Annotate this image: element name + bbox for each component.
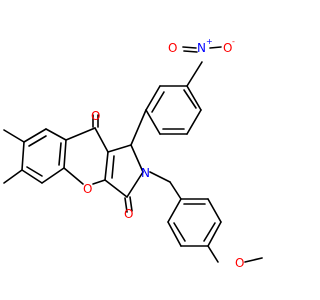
bond-mp3-double <box>203 222 216 242</box>
bond-n-o-right <box>209 46 222 49</box>
bond-mp3 <box>207 221 222 247</box>
bond-bz4 <box>21 169 43 184</box>
bonds <box>3 46 263 263</box>
bond-bz5 <box>41 167 65 184</box>
bond-c9-c8a <box>65 127 96 141</box>
atom-labels: O N + O - O O O N O <box>83 37 244 270</box>
bond-c3a-c9a <box>104 151 109 181</box>
bond-c9a-c9 <box>94 127 109 153</box>
bond-c8a-c4a <box>63 139 67 169</box>
charge-plus: + <box>206 37 213 46</box>
bond-lactam-co-double <box>129 196 133 212</box>
bond-ar6 <box>186 85 202 111</box>
structure-svg: O N + O - O O O N O <box>3 37 263 270</box>
atom-methoxy-o: O <box>235 256 244 270</box>
atom-nitro-n: N <box>197 41 206 55</box>
bond-o-c3a <box>92 179 106 185</box>
bond-n-c3 <box>126 171 144 198</box>
bond-ar-ome <box>207 245 219 263</box>
atom-nitro-o-right: O <box>223 41 232 55</box>
bond-ar5 <box>186 109 202 135</box>
bond-o-me <box>244 257 263 263</box>
molecule-diagram: O N + O - O O O N O <box>3 37 263 270</box>
bond-n-o-left <box>182 46 197 49</box>
bond-bz3 <box>21 141 25 171</box>
bond-ar3 <box>145 109 161 135</box>
bond-c9a-c1 <box>107 144 132 153</box>
atom-lactam-o: O <box>124 207 133 221</box>
bond-n-ch2 <box>149 171 171 183</box>
bond-n-o-left-double <box>183 50 198 53</box>
bond-bz1 <box>45 128 67 141</box>
atom-nitro-o-left: O <box>168 41 177 55</box>
bond-bz4-double <box>26 166 43 177</box>
bond-methyl-bottom <box>3 169 23 184</box>
bond-ar6-double <box>183 89 197 109</box>
atom-ketone-o: O <box>91 109 100 123</box>
bond-ch2-ar <box>169 181 182 200</box>
bond-ar2 <box>145 85 161 111</box>
bond-mp5 <box>167 221 182 247</box>
charge-minus: - <box>232 37 235 46</box>
bond-lactam-co <box>124 197 128 213</box>
bond-bz2-double <box>28 135 47 147</box>
atom-pyran-o: O <box>83 182 92 196</box>
bond-mp6 <box>167 198 182 223</box>
bond-c3a-c9a-double <box>111 155 115 179</box>
bond-aryl-c1 <box>130 109 147 146</box>
bond-methyl-top <box>3 129 25 143</box>
bond-bz2 <box>23 128 47 143</box>
bond-mp2 <box>207 198 222 223</box>
bond-c4a-o <box>63 167 84 185</box>
bond-n-ring <box>186 61 203 87</box>
bond-mp5-double <box>173 222 186 242</box>
bond-c1-n <box>130 144 144 173</box>
atom-ring-n: N <box>141 166 150 180</box>
bond-c3-c3a <box>104 179 128 198</box>
bond-ar2-double <box>151 91 165 113</box>
bond-bz6-double <box>58 142 62 166</box>
